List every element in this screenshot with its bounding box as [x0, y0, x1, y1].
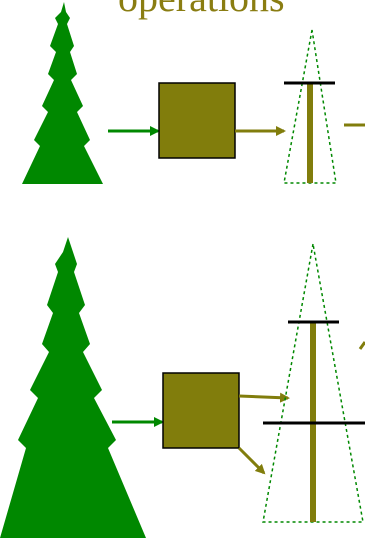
- slide-title: operations: [118, 0, 285, 18]
- partial-arrow-bottom: [358, 341, 365, 350]
- large-tree-icon: [0, 237, 146, 538]
- small-tree-icon: [22, 2, 103, 184]
- output-arrow-bottom-2: [237, 446, 266, 475]
- process-box-bottom: [162, 372, 240, 449]
- output-arrow-bottom-1: [238, 392, 290, 403]
- process-box-top: [158, 82, 236, 159]
